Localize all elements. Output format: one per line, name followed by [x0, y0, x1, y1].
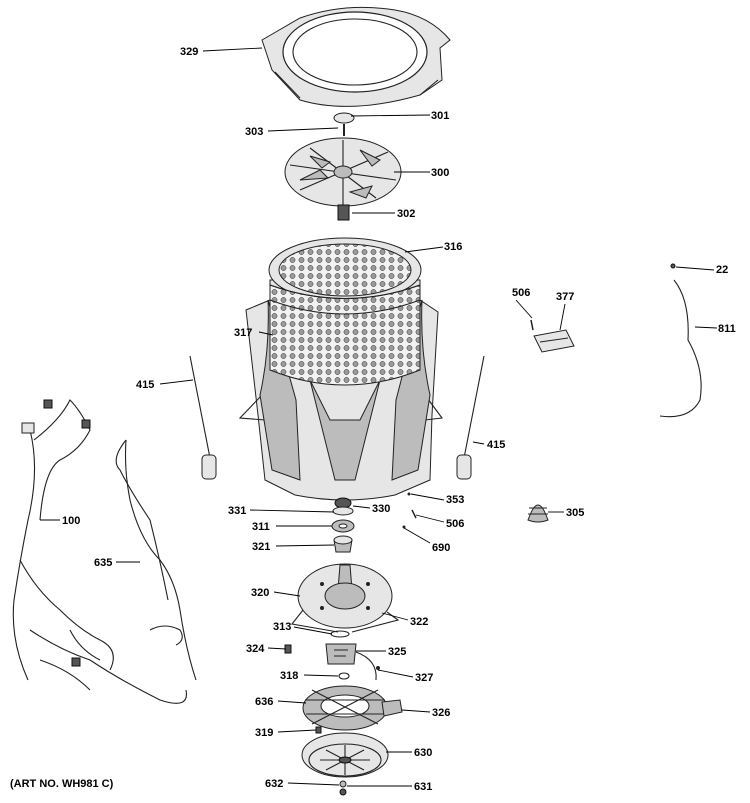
callout-506-lower: 506	[446, 518, 464, 530]
art-number: (ART NO. WH981 C)	[10, 778, 114, 790]
callout-811: 811	[718, 323, 736, 335]
screw-part	[530, 319, 534, 331]
callout-690: 690	[432, 542, 450, 554]
callout-316: 316	[444, 241, 462, 253]
callout-labels: 329 301 303 300 302 316 22 506 377 811 3…	[62, 46, 736, 793]
callout-636: 636	[255, 696, 273, 708]
callout-353: 353	[446, 494, 464, 506]
callout-301: 301	[431, 110, 449, 122]
impeller-spring-part	[337, 204, 350, 221]
hub-part	[333, 535, 353, 553]
callout-632: 632	[265, 778, 283, 790]
clip-part	[402, 492, 417, 529]
leader-lines	[40, 47, 718, 787]
callout-415-left: 415	[136, 379, 154, 391]
screw-small-part	[315, 726, 322, 734]
bearing-part	[331, 519, 355, 533]
callout-322: 322	[410, 616, 428, 628]
callout-317: 317	[234, 327, 252, 339]
callout-506-upper: 506	[512, 287, 530, 299]
callout-631: 631	[414, 781, 432, 793]
mounting-plate-part	[290, 563, 400, 633]
bracket-part	[533, 329, 575, 353]
connector-part	[355, 651, 380, 681]
callout-305: 305	[566, 507, 584, 519]
callout-630: 630	[414, 747, 432, 759]
suspension-rod-right-part	[456, 355, 485, 480]
wire-harness-part	[12, 399, 188, 704]
ring-part	[330, 630, 350, 638]
callout-318: 318	[280, 670, 298, 682]
washer-part	[338, 672, 350, 680]
callout-313: 313	[273, 621, 291, 633]
rotor-part	[301, 732, 389, 778]
callout-635: 635	[94, 557, 112, 569]
suspension-rod-left-part	[189, 355, 217, 480]
callout-319: 319	[255, 727, 273, 739]
callout-300: 300	[431, 167, 449, 179]
callout-377: 377	[556, 291, 574, 303]
agitator-cap-part	[333, 112, 355, 124]
callout-415-right: 415	[487, 439, 505, 451]
stator-part	[302, 685, 388, 731]
callout-329: 329	[180, 46, 198, 58]
callout-311: 311	[252, 521, 270, 533]
motor-harness-part	[115, 439, 197, 681]
callout-321: 321	[252, 541, 270, 553]
hall-sensor-part	[325, 643, 357, 665]
callout-302: 302	[397, 208, 415, 220]
plug-part	[527, 504, 549, 523]
hose-part	[659, 263, 702, 418]
callout-330: 330	[372, 503, 390, 515]
rotor-nut-part	[339, 780, 347, 796]
callout-326: 326	[432, 707, 450, 719]
tub-cover-ring-part	[261, 6, 451, 107]
seal-part	[332, 497, 354, 516]
callout-303: 303	[245, 126, 263, 138]
callout-22: 22	[716, 264, 728, 276]
wash-basket-part	[238, 237, 444, 501]
callout-331: 331	[228, 505, 246, 517]
harness-connector-part	[381, 699, 403, 717]
callout-320: 320	[251, 587, 269, 599]
callout-324: 324	[246, 643, 265, 655]
callout-325: 325	[388, 646, 406, 658]
callout-100: 100	[62, 515, 80, 527]
impeller-part	[284, 137, 402, 207]
callout-327: 327	[415, 672, 433, 684]
